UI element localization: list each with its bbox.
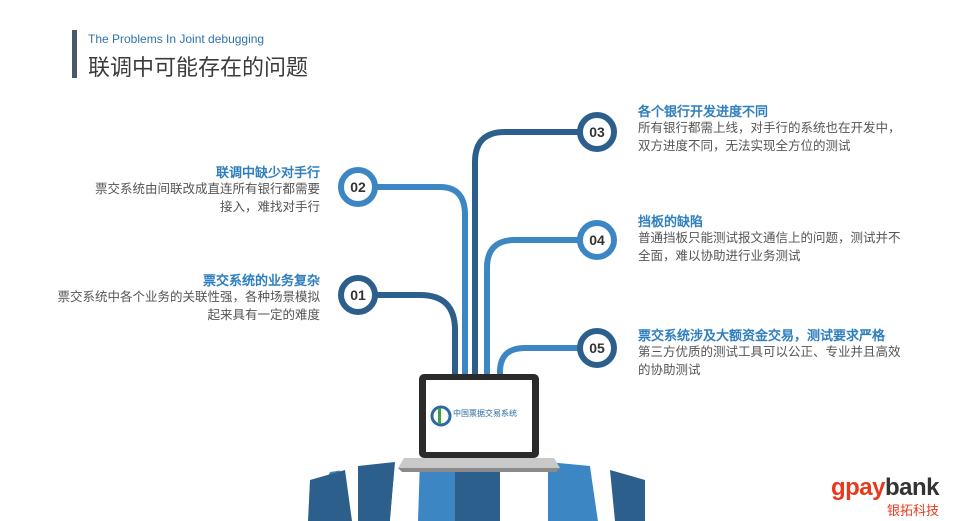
- item-01-body: 票交系统中各个业务的关联性强，各种场景模拟 起来具有一定的难度: [10, 288, 320, 324]
- number-badge-05: 05: [577, 328, 617, 368]
- stage-stripes: [308, 460, 645, 521]
- item-05-line-1: 第三方优质的测试工具可以公正、专业并且高效: [638, 344, 901, 359]
- laptop: [398, 374, 560, 472]
- item-03-heading: 各个银行开发进度不同: [638, 105, 769, 120]
- page-title: 联调中可能存在的问题: [88, 56, 309, 81]
- item-03-line-1: 所有银行都需上线，对手行的系统也在开发中，: [638, 120, 901, 135]
- pipes-light: [370, 184, 580, 378]
- title-accent-bar: [72, 30, 77, 78]
- number-badge-03: 03: [577, 112, 617, 152]
- number-badge-02: 02: [338, 167, 378, 207]
- number-badge-01: 01: [338, 275, 378, 315]
- item-04-body: 普通挡板只能测试报文通信上的问题，测试并不 全面，难以协助进行业务测试: [638, 229, 943, 265]
- brand-logo: gpaybank: [830, 474, 940, 502]
- item-05-heading: 票交系统涉及大额资金交易，测试要求严格: [638, 329, 886, 344]
- item-05-line-2: 的协助测试: [638, 362, 701, 377]
- item-02-line-1: 票交系统由间联改成直连所有银行都需要: [94, 181, 320, 196]
- laptop-screen-label: 中国票据交易系统: [453, 409, 517, 418]
- brand-logo-cn: 银拓科技: [886, 504, 939, 519]
- item-02-body: 票交系统由间联改成直连所有银行都需要 接入，难找对手行: [40, 180, 320, 216]
- brand-logo-gpay: gpay: [830, 474, 886, 501]
- item-02-heading: 联调中缺少对手行: [215, 166, 320, 181]
- item-01-line-2: 起来具有一定的难度: [207, 307, 320, 322]
- page-subtitle: The Problems In Joint debugging: [88, 32, 265, 46]
- pipes-dark: [370, 129, 580, 378]
- item-04-heading: 挡板的缺陷: [638, 215, 704, 230]
- item-01-line-1: 票交系统中各个业务的关联性强，各种场景模拟: [57, 289, 320, 304]
- item-01-heading: 票交系统的业务复杂: [202, 274, 320, 289]
- item-04-line-1: 普通挡板只能测试报文通信上的问题，测试并不: [638, 230, 901, 245]
- item-05-body: 第三方优质的测试工具可以公正、专业并且高效 的协助测试: [638, 343, 943, 379]
- item-03-line-2: 双方进度不同，无法实现全方位的测试: [638, 138, 851, 153]
- item-04-line-2: 全面，难以协助进行业务测试: [638, 248, 801, 263]
- item-03-body: 所有银行都需上线，对手行的系统也在开发中， 双方进度不同，无法实现全方位的测试: [638, 119, 943, 155]
- number-badge-04: 04: [577, 220, 617, 260]
- brand-logo-bank: bank: [884, 474, 940, 501]
- item-02-line-2: 接入，难找对手行: [219, 199, 320, 214]
